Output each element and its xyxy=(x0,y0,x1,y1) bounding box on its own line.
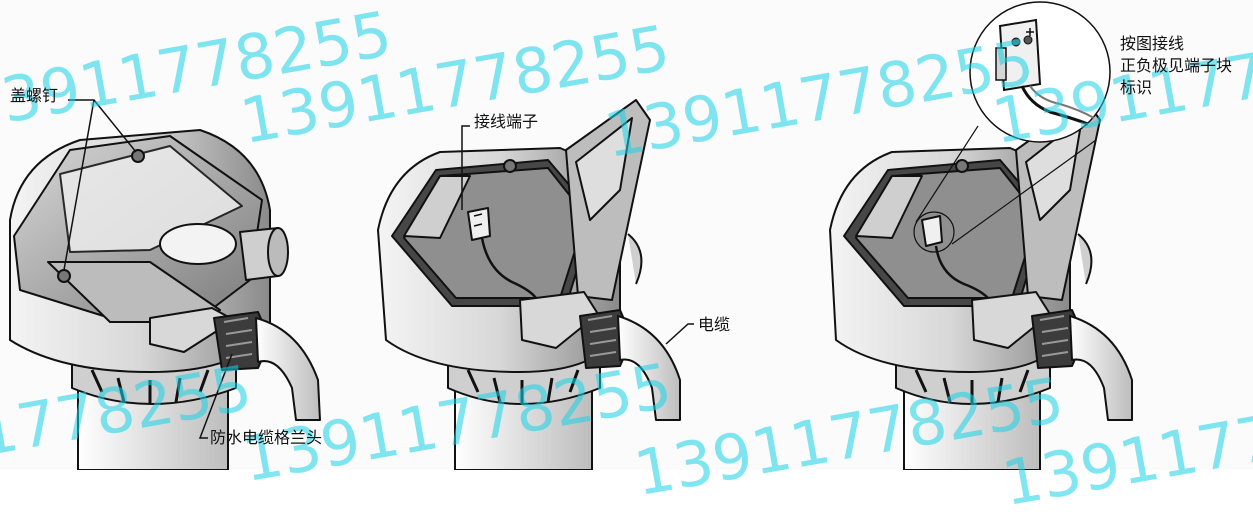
leader-lines-terminal-cable xyxy=(461,125,694,345)
label-wiring-1: 按图接线 xyxy=(1120,34,1185,53)
label-wiring-2: 正负极见端子块 xyxy=(1120,56,1233,75)
label-gland: 防水电缆格兰头 xyxy=(210,428,323,447)
device-open xyxy=(377,99,681,470)
label-wiring-3: 标识 xyxy=(1120,78,1153,97)
label-terminal: 接线端子 xyxy=(474,112,539,131)
label-cover-screws: 盖螺钉 xyxy=(10,86,59,105)
leader-lines-screws xyxy=(63,99,233,439)
installation-illustration xyxy=(9,1,1133,470)
label-cable: 电缆 xyxy=(698,315,731,334)
zoom-callout xyxy=(915,1,1111,245)
device-closed xyxy=(9,129,321,470)
device-open-detail xyxy=(829,99,1133,470)
